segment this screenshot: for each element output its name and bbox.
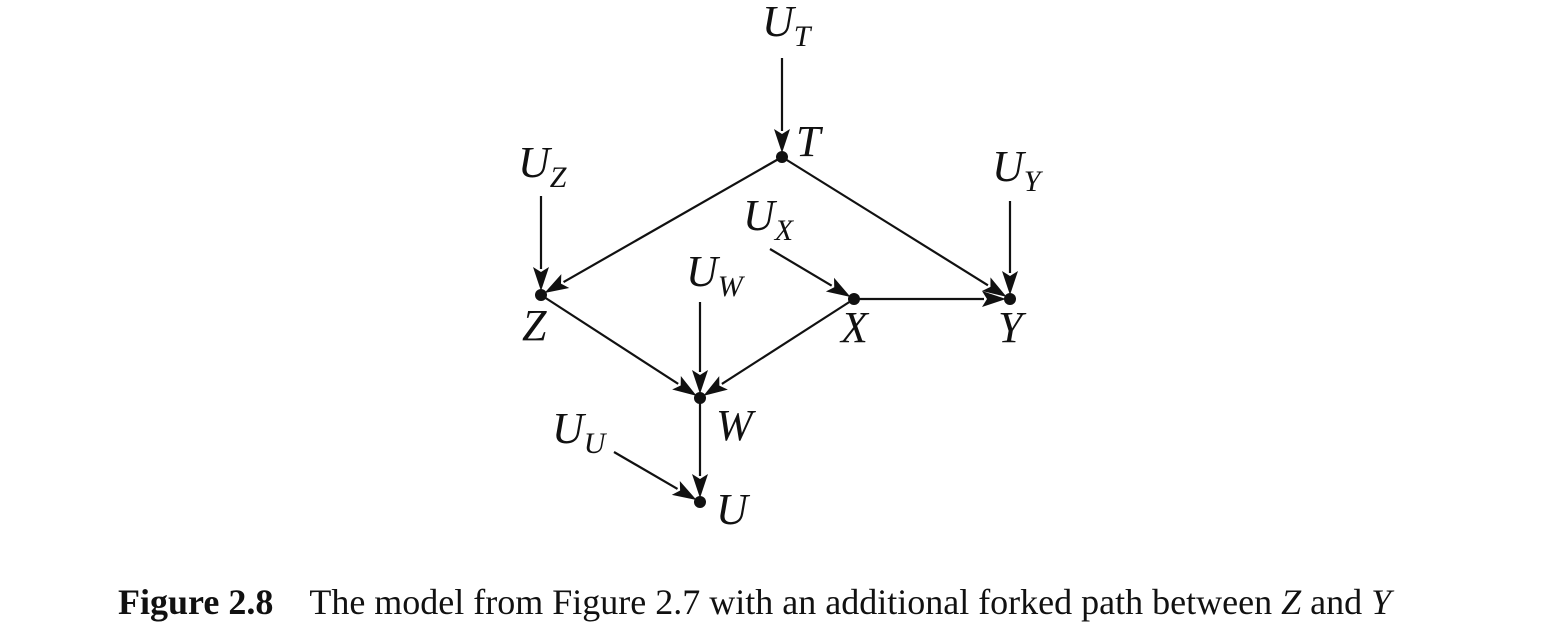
arrowhead <box>544 274 570 294</box>
arrowhead <box>1002 271 1018 295</box>
node-label-w: W <box>716 401 756 450</box>
node-label-y: Y <box>998 303 1027 352</box>
exo-label-uz: UZ <box>518 138 567 194</box>
arrowhead <box>692 370 708 394</box>
caption-text-mid: and <box>1301 582 1372 622</box>
caption-var-y: Y <box>1371 582 1392 622</box>
figure-caption: Figure 2.8 The model from Figure 2.7 with… <box>118 584 1391 620</box>
edge-t-to-z <box>544 156 783 294</box>
arrowhead <box>703 376 728 396</box>
edge-w-to-u <box>692 398 708 498</box>
node-label-x: X <box>839 303 870 352</box>
arrowhead <box>533 267 549 291</box>
edge-uw-to-w <box>692 302 708 394</box>
edge-line <box>563 156 783 284</box>
edge-uz-to-z <box>533 196 549 291</box>
nodes <box>535 151 1016 508</box>
caption-var-z: Z <box>1281 582 1302 622</box>
edge-x-to-y <box>854 291 1006 307</box>
node-dot-z <box>535 289 547 301</box>
edge-uy-to-y <box>1002 201 1018 295</box>
arrowhead <box>672 376 697 396</box>
edge-line <box>781 156 989 287</box>
arrowhead <box>774 129 790 153</box>
node-label-t: T <box>796 117 824 166</box>
edge-x-to-w <box>703 298 855 396</box>
figure-number: Figure 2.8 <box>118 582 274 622</box>
edge-uu-to-u <box>613 451 697 500</box>
arrowhead <box>982 291 1006 307</box>
edge-line <box>769 248 833 287</box>
exo-label-uw: UW <box>686 247 746 303</box>
arrowhead <box>692 474 708 498</box>
edge-ut-to-t <box>774 58 790 153</box>
edge-line <box>540 294 679 385</box>
causal-graph: T Z X Y W U UT UZ UY UX UW UU <box>518 0 1044 534</box>
node-dot-w <box>694 392 706 404</box>
arrowhead <box>982 277 1007 297</box>
edge-line <box>721 298 855 385</box>
node-label-z: Z <box>522 301 547 350</box>
node-dot-u <box>694 496 706 508</box>
edge-line <box>613 451 679 490</box>
exo-label-uy: UY <box>992 142 1044 198</box>
node-label-u: U <box>716 485 751 534</box>
arrowhead <box>671 481 697 500</box>
arrowhead <box>825 277 851 297</box>
edge-z-to-w <box>540 294 697 396</box>
labels: T Z X Y W U UT UZ UY UX UW UU <box>518 0 1044 534</box>
node-dot-x <box>848 293 860 305</box>
node-dot-y <box>1004 293 1016 305</box>
edges <box>533 58 1018 500</box>
node-dot-t <box>776 151 788 163</box>
caption-text-before: The model from Figure 2.7 with an additi… <box>309 582 1282 622</box>
exo-label-uu: UU <box>552 404 608 460</box>
edge-t-to-y <box>781 156 1007 297</box>
edge-ux-to-x <box>769 248 851 297</box>
exo-label-ux: UX <box>743 191 795 247</box>
exo-label-ut: UT <box>762 0 813 53</box>
